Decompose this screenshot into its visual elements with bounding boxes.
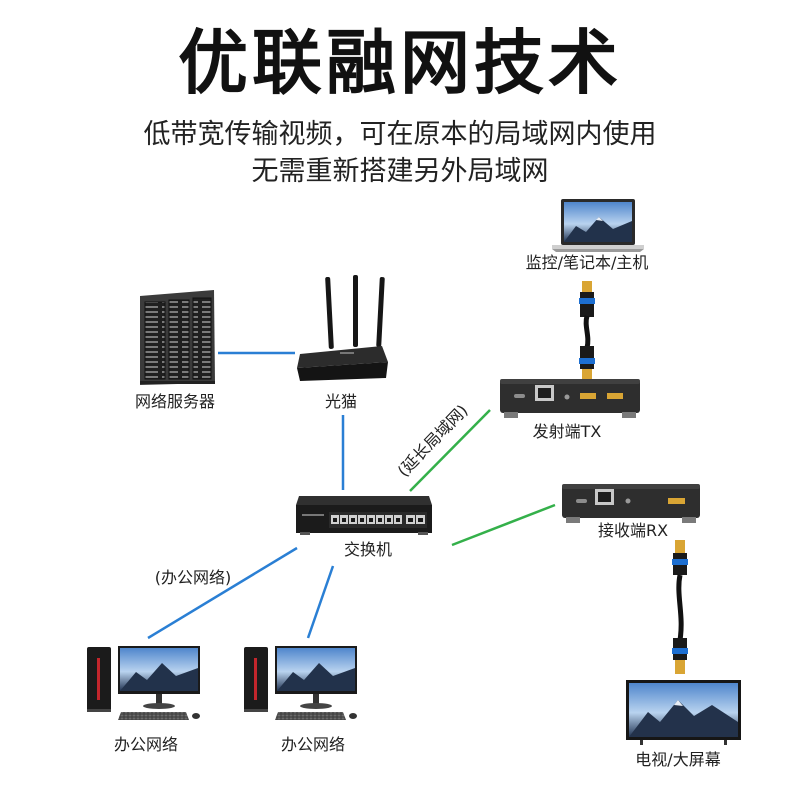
network-switch-icon	[296, 496, 432, 535]
rj45-port	[535, 385, 554, 401]
pc-monitor	[118, 646, 200, 709]
label-switch: 交换机	[343, 540, 393, 559]
tv-icon	[626, 680, 741, 745]
hdmi-plug	[675, 660, 685, 674]
desktop-pc-icon	[244, 646, 357, 720]
pc-tower	[87, 647, 111, 712]
hdmi-port	[668, 498, 685, 504]
label-display: 电视/大屏幕	[635, 750, 721, 769]
server-rack-icon	[140, 290, 215, 385]
label-transmitter: 发射端TX	[532, 422, 602, 441]
label-source: 监控/笔记本/主机	[525, 253, 649, 272]
label-receiver: 接收端RX	[597, 521, 669, 540]
label-router: 光猫	[324, 392, 358, 411]
receiver-rx-icon	[562, 484, 700, 523]
status-led	[625, 498, 631, 504]
link-label-office: (办公网络)	[154, 568, 232, 587]
usb-c-port	[576, 499, 587, 503]
link-switch-pc1	[147, 546, 298, 640]
usb-c-port	[514, 394, 525, 398]
rack-cabinet	[144, 301, 166, 380]
hdmi-plug	[582, 281, 592, 293]
label-server: 网络服务器	[134, 392, 216, 411]
antenna	[325, 276, 334, 349]
label-pc1: 办公网络	[113, 735, 179, 754]
desktop-pc-icon	[87, 646, 200, 720]
rack-cabinet	[192, 297, 212, 380]
hdmi-plug	[582, 369, 592, 379]
subtitle-line-2: 无需重新搭建另外局域网	[251, 156, 549, 187]
mouse	[349, 713, 357, 719]
keyboard	[275, 712, 346, 720]
subtitle-line-1: 低带宽传输视频，可在原本的局域网内使用	[143, 119, 657, 150]
hdmi-cable-top	[579, 281, 595, 379]
rack-cabinet	[168, 299, 190, 380]
rj45-port	[595, 489, 614, 505]
label-pc2: 办公网络	[280, 735, 346, 754]
hdmi-port	[580, 393, 596, 399]
link-switch-rx	[451, 503, 556, 547]
hdmi-plug	[675, 540, 685, 554]
transmitter-tx-icon	[500, 379, 640, 418]
status-led	[564, 394, 570, 400]
router-icon	[297, 275, 388, 381]
pc-tower	[244, 647, 268, 712]
antenna	[376, 277, 385, 348]
link-switch-pc2	[306, 565, 335, 639]
link-switch-tx	[409, 409, 491, 492]
mouse	[192, 713, 200, 719]
laptop-icon	[552, 199, 644, 252]
hdmi-cable-bottom	[672, 540, 688, 674]
antenna	[353, 275, 358, 347]
keyboard	[118, 712, 189, 720]
pc-monitor	[275, 646, 357, 709]
page-title: 优联融网技术	[178, 22, 622, 104]
hdmi-port	[607, 393, 623, 399]
